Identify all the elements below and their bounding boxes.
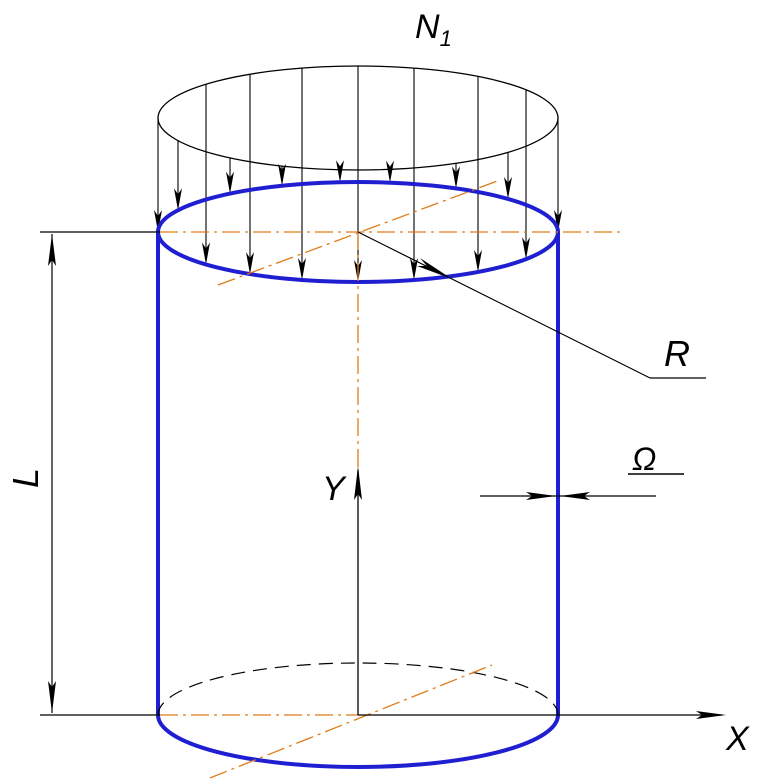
load-arrowhead: [154, 210, 162, 232]
length-label: L: [5, 468, 46, 488]
center-lines: [160, 179, 620, 779]
load-arrowhead: [202, 242, 210, 265]
load-arrowhead: [386, 160, 394, 183]
length-arrow-top: [48, 234, 56, 266]
cylinder-shell: [156, 180, 560, 769]
load-arrowhead: [246, 252, 254, 275]
radius-line: [357, 231, 651, 379]
load-arrowhead: [452, 166, 460, 189]
load-arrowhead: [298, 258, 306, 280]
radius-label: R: [664, 333, 690, 374]
y-axis-arrowhead: [354, 466, 362, 500]
length-dimension: [40, 231, 160, 716]
thickness-arrow-right: [560, 492, 590, 500]
shell-bottom-front-arc: [156, 714, 560, 769]
load-arrowhead: [474, 250, 482, 272]
load-arrowhead: [278, 163, 286, 186]
load-arrowhead: [174, 188, 182, 211]
x-axis-label: X: [725, 720, 750, 758]
load-arrowhead: [410, 258, 418, 280]
top-diagonal-centerline: [217, 179, 501, 286]
thickness-arrow-left: [526, 492, 556, 500]
x-axis-arrowhead: [696, 711, 726, 719]
y-axis-label: Y: [322, 470, 347, 508]
shell-bottom-back-arc: [157, 662, 559, 716]
load-arrowhead: [336, 160, 344, 183]
load-label: N1: [415, 8, 452, 51]
thickness-label: Ω: [632, 441, 656, 477]
bottom-diagonal-centerline: [209, 664, 493, 779]
load-arrowhead: [504, 176, 512, 199]
load-arrows: [154, 66, 562, 282]
load-arrowhead: [226, 171, 234, 194]
load-arrowhead: [554, 210, 562, 232]
radius-arrowhead: [417, 258, 452, 279]
load-arrowhead: [522, 237, 530, 260]
length-arrow-bottom: [48, 681, 56, 713]
